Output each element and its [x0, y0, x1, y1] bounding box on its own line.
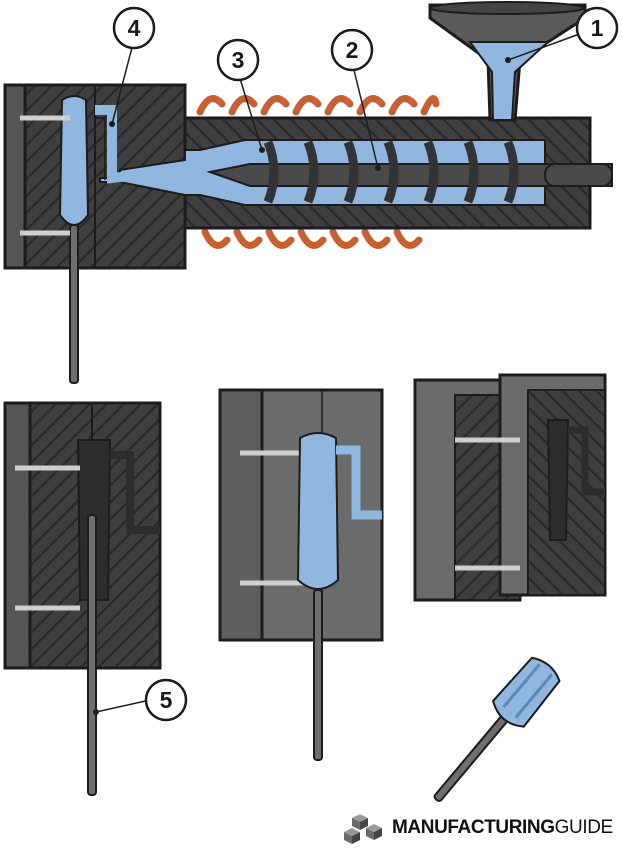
cube-cluster-icon [344, 814, 382, 844]
brand-name-light: GUIDE [554, 817, 614, 838]
callout-4-label: 4 [128, 15, 141, 41]
callout-3-label: 3 [232, 47, 245, 73]
screw [206, 140, 613, 204]
brand-logo[interactable]: MANUFACTURINGGUIDE [392, 817, 613, 839]
mold-open-empty [3, 401, 162, 796]
callout-3: 3 [216, 38, 265, 153]
mold-opened [413, 373, 607, 602]
callout-4: 4 [109, 6, 156, 127]
callout-2: 2 [330, 28, 381, 171]
callout-2-label: 2 [346, 37, 359, 63]
callout-5-label: 5 [160, 687, 173, 713]
callout-5: 5 [93, 678, 188, 722]
injection-unit [3, 1, 613, 384]
heater-coils-top [196, 95, 440, 116]
mold-filled [218, 388, 384, 761]
screwdriver-in-mold [20, 95, 90, 384]
finished-screwdriver [433, 656, 561, 802]
heater-coils-bottom [201, 228, 423, 249]
brand-name-bold: MANUFACTURING [392, 817, 555, 838]
callout-1-label: 1 [591, 15, 604, 41]
callout-1: 1 [505, 6, 619, 63]
